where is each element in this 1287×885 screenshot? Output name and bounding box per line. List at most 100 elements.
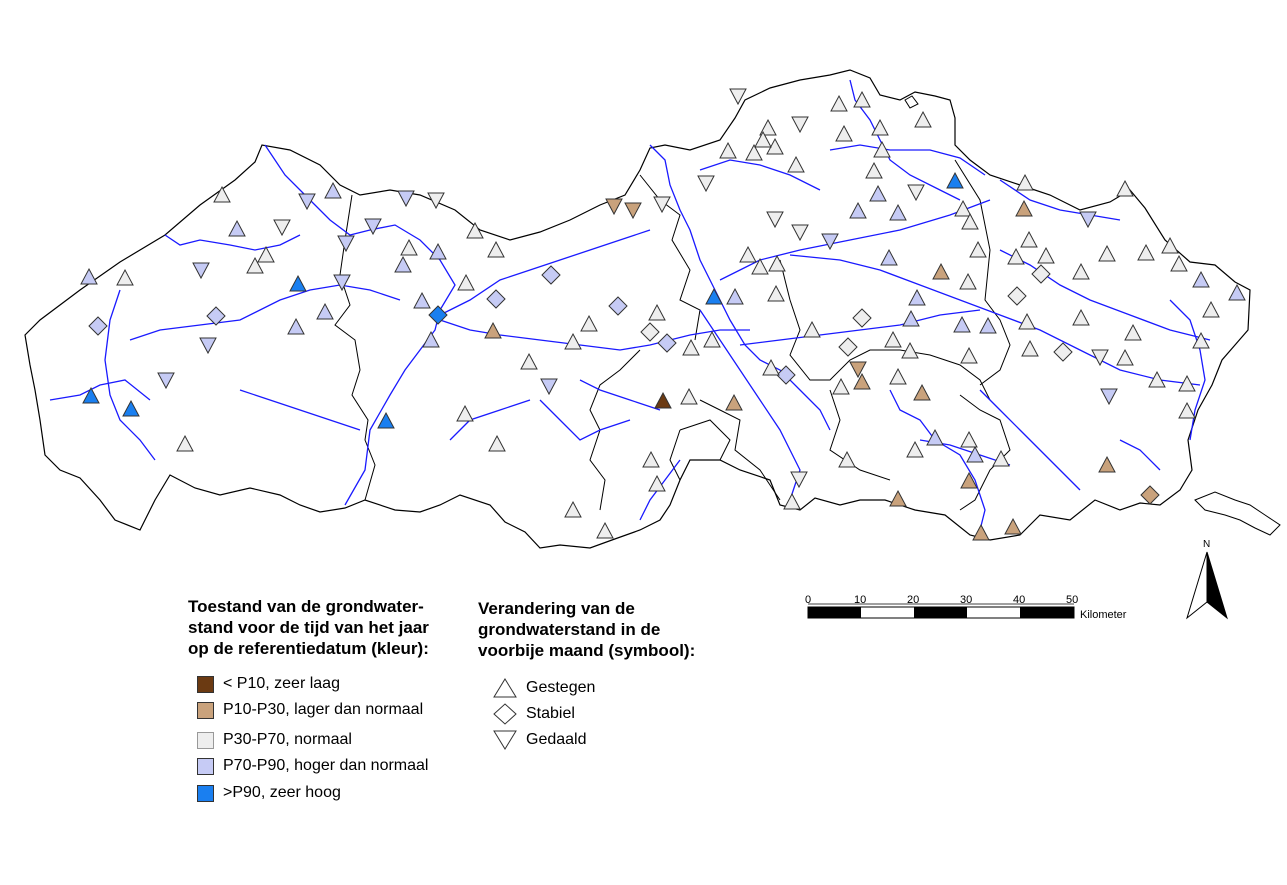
station-marker-triangle-up-icon <box>889 367 907 385</box>
station-marker-triangle-up-icon <box>745 143 763 161</box>
station-marker-triangle-down-icon <box>273 219 291 237</box>
station-marker-triangle-down-icon <box>907 184 925 202</box>
station-marker-triangle-up-icon <box>520 352 538 370</box>
north-label: N <box>1203 539 1210 550</box>
station-marker-triangle-down-icon <box>697 175 715 193</box>
station-marker-triangle-up-icon <box>889 203 907 221</box>
station-marker-triangle-down-icon <box>790 471 808 489</box>
station-marker-triangle-up-icon <box>596 521 614 539</box>
station-marker-triangle-up-icon <box>1170 254 1188 272</box>
scale-unit: Kilometer <box>1080 609 1127 621</box>
station-marker-triangle-up-icon <box>902 309 920 327</box>
station-marker-diamond-icon <box>428 305 448 325</box>
station-markers <box>80 88 1246 541</box>
station-marker-triangle-up-icon <box>768 254 786 272</box>
station-marker-triangle-up-icon <box>488 434 506 452</box>
station-marker-triangle-up-icon <box>880 248 898 266</box>
station-marker-triangle-up-icon <box>648 474 666 492</box>
station-marker-diamond-icon <box>1053 342 1073 362</box>
scale-tick-40: 40 <box>1013 594 1025 606</box>
station-marker-triangle-up-icon <box>762 358 780 376</box>
station-marker-triangle-up-icon <box>289 274 307 292</box>
station-marker-diamond-icon <box>608 296 628 316</box>
station-marker-triangle-up-icon <box>969 240 987 258</box>
station-marker-triangle-up-icon <box>122 399 140 417</box>
station-marker-diamond-icon <box>640 322 660 342</box>
scale-tick-50: 50 <box>1066 594 1078 606</box>
legend-symbol-title-line: grondwaterstand in de <box>478 620 661 639</box>
station-marker-triangle-up-icon <box>257 245 275 263</box>
station-marker-triangle-up-icon <box>835 124 853 142</box>
station-marker-triangle-up-icon <box>719 141 737 159</box>
station-marker-triangle-up-icon <box>580 314 598 332</box>
station-marker-triangle-up-icon <box>953 315 971 333</box>
legend-item-normaal: P30-P70, normaal <box>197 731 352 749</box>
scale-tick-30: 30 <box>960 594 972 606</box>
station-marker-triangle-up-icon <box>80 267 98 285</box>
station-marker-triangle-up-icon <box>906 440 924 458</box>
station-marker-diamond-icon <box>1140 485 1160 505</box>
scale-tick-10: 10 <box>854 594 866 606</box>
station-marker-triangle-down-icon <box>653 196 671 214</box>
station-marker-triangle-up-icon <box>972 523 990 541</box>
station-marker-diamond-icon <box>776 365 796 385</box>
legend-label: Gestegen <box>526 679 596 696</box>
station-marker-triangle-up-icon <box>1178 401 1196 419</box>
station-marker-triangle-down-icon <box>624 202 642 220</box>
rivers <box>49 79 1211 531</box>
legend-color-title-line: stand voor de tijd van het jaar <box>188 618 429 637</box>
station-marker-triangle-up-icon <box>1018 312 1036 330</box>
station-marker-triangle-up-icon <box>908 288 926 306</box>
station-marker-triangle-up-icon <box>1072 308 1090 326</box>
station-marker-triangle-down-icon <box>1100 388 1118 406</box>
station-marker-diamond-icon <box>1031 264 1051 284</box>
station-marker-triangle-up-icon <box>838 450 856 468</box>
station-marker-triangle-up-icon <box>726 287 744 305</box>
station-marker-triangle-up-icon <box>400 238 418 256</box>
swatch-zeer-laag <box>197 675 214 693</box>
station-marker-triangle-up-icon <box>228 219 246 237</box>
station-marker-triangle-up-icon <box>1098 244 1116 262</box>
legend-item-stabiel: Stabiel <box>492 703 575 725</box>
station-marker-diamond-icon <box>657 333 677 353</box>
legend-color-title-line: op de referentiedatum (kleur): <box>188 639 429 658</box>
station-marker-triangle-up-icon <box>654 391 672 409</box>
station-marker-triangle-up-icon <box>873 140 891 158</box>
station-marker-triangle-up-icon <box>1124 323 1142 341</box>
station-marker-triangle-down-icon <box>199 337 217 355</box>
station-marker-triangle-up-icon <box>889 489 907 507</box>
station-marker-triangle-up-icon <box>1007 247 1025 265</box>
station-marker-triangle-up-icon <box>926 428 944 446</box>
station-marker-triangle-up-icon <box>642 450 660 468</box>
station-marker-triangle-up-icon <box>1178 374 1196 392</box>
station-marker-diamond-icon <box>88 316 108 336</box>
station-marker-triangle-up-icon <box>932 262 950 280</box>
legend-label: < P10, zeer laag <box>223 675 340 692</box>
legend-item-lager: P10-P30, lager dan normaal <box>197 701 423 719</box>
station-marker-triangle-up-icon <box>457 273 475 291</box>
station-marker-triangle-up-icon <box>1037 246 1055 264</box>
station-marker-triangle-down-icon <box>766 211 784 229</box>
station-marker-triangle-up-icon <box>1072 262 1090 280</box>
station-marker-triangle-up-icon <box>466 221 484 239</box>
station-marker-triangle-up-icon <box>564 500 582 518</box>
station-marker-triangle-up-icon <box>853 90 871 108</box>
station-marker-triangle-up-icon <box>754 130 772 148</box>
station-marker-diamond-icon <box>541 265 561 285</box>
legend-item-hoger: P70-P90, hoger dan normaal <box>197 757 428 775</box>
station-marker-triangle-up-icon <box>960 430 978 448</box>
station-marker-triangle-up-icon <box>830 94 848 112</box>
station-marker-triangle-up-icon <box>703 330 721 348</box>
station-marker-triangle-down-icon <box>157 372 175 390</box>
station-marker-triangle-down-icon <box>192 262 210 280</box>
station-marker-triangle-up-icon <box>1192 270 1210 288</box>
station-marker-triangle-up-icon <box>961 212 979 230</box>
station-marker-triangle-up-icon <box>853 372 871 390</box>
station-marker-diamond-icon <box>206 306 226 326</box>
legend-label: Gedaald <box>526 731 587 748</box>
scale-tick-0: 0 <box>805 594 811 606</box>
station-marker-triangle-up-icon <box>849 201 867 219</box>
station-marker-triangle-up-icon <box>865 161 883 179</box>
diamond-icon <box>493 703 517 725</box>
